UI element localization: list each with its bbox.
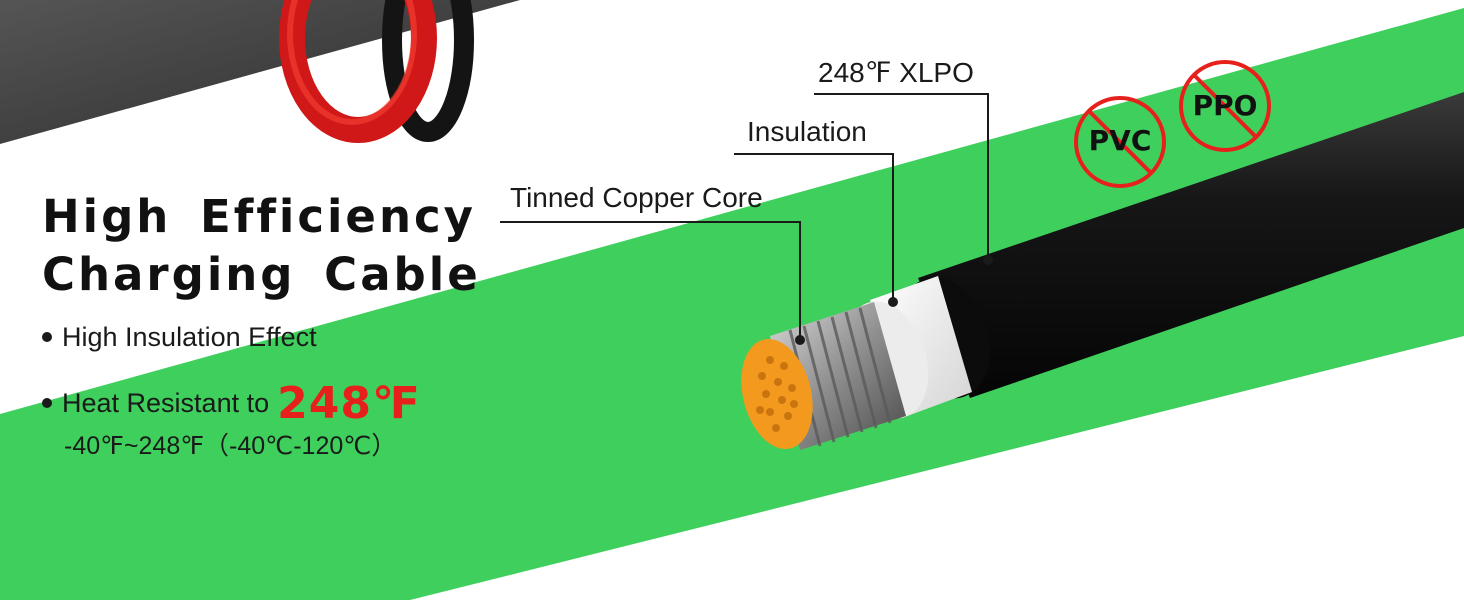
- callout-jacket-label: 248℉ XLPO: [818, 57, 974, 88]
- cable-loop-image: [279, 0, 474, 143]
- feature-text: Heat Resistant to: [62, 388, 270, 418]
- feature-text: High Insulation Effect: [62, 322, 317, 352]
- feature-item-insulation: High Insulation Effect: [42, 322, 317, 353]
- temperature-range: -40℉~248℉（-40℃-120℃）: [64, 432, 397, 460]
- headline: High Efficiency Charging Cable: [42, 188, 481, 304]
- no-pvc-sign: [1074, 96, 1166, 188]
- headline-line-2: Charging Cable: [42, 248, 481, 301]
- jacket-callout-line: [814, 93, 989, 260]
- headline-line-1: High Efficiency: [42, 190, 476, 243]
- max-temperature-highlight: 248℉: [277, 378, 421, 429]
- no-ppo-label: PPO: [1192, 89, 1258, 122]
- callout-lines: [500, 93, 993, 345]
- no-ppo-sign: [1179, 60, 1271, 152]
- no-pvc-label: PVC: [1088, 124, 1152, 157]
- green-band: [0, 8, 1464, 600]
- insulation-callout-line: [734, 153, 894, 302]
- core-callout-line: [500, 221, 801, 340]
- cable-cross-section: [741, 92, 1464, 450]
- callout-insulation-label: Insulation: [747, 116, 867, 147]
- bullet-dot-icon: [42, 331, 52, 342]
- callout-core-label: Tinned Copper Core: [510, 182, 763, 213]
- bullet-dot-icon: [42, 397, 52, 408]
